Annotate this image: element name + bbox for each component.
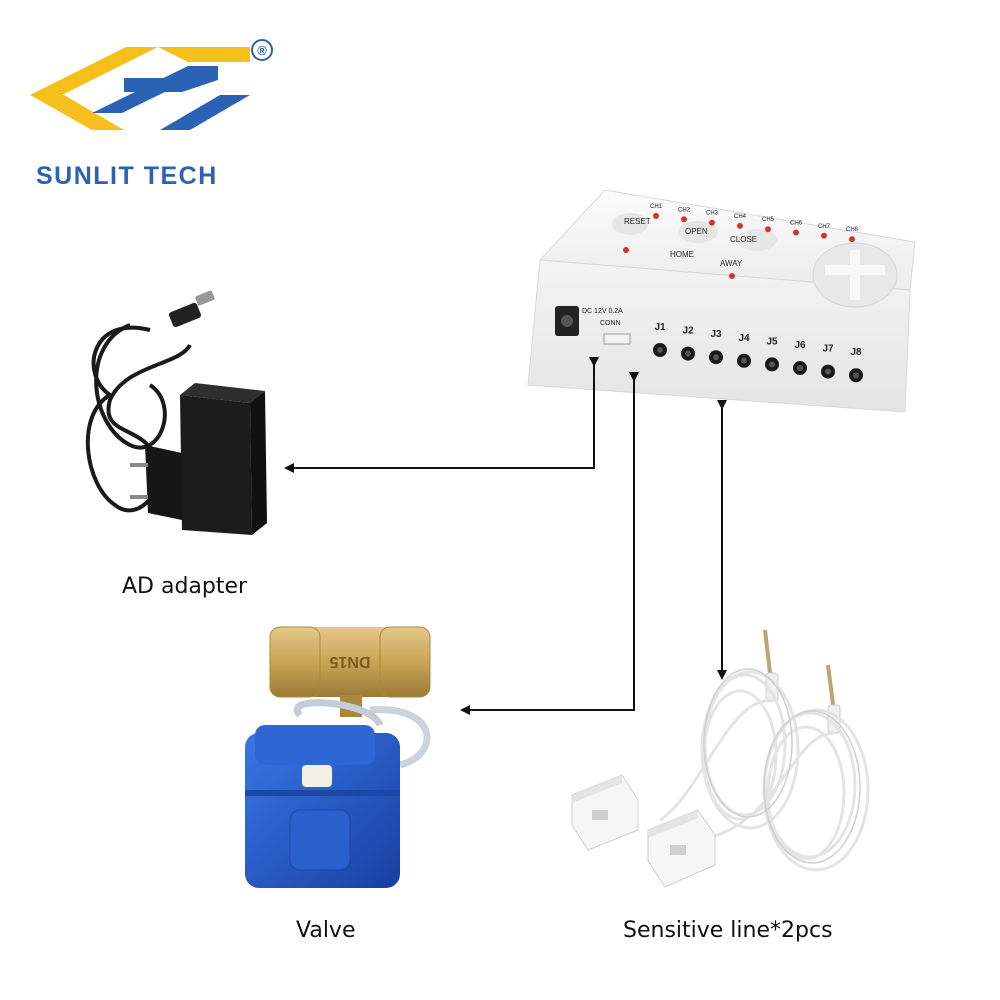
ad-adapter-caption: AD adapter (122, 574, 248, 599)
channel-led-icon (737, 222, 743, 229)
channel-label-7: CH7 (818, 224, 831, 230)
home-button-label: HOME (670, 250, 694, 259)
jack-socket-icon (685, 350, 691, 357)
jack-label-5: J5 (766, 336, 778, 347)
jack-label-3: J3 (710, 329, 722, 340)
channel-label-2: CH2 (678, 207, 691, 213)
jack-socket-icon (741, 357, 747, 364)
jack-socket-icon (797, 365, 803, 371)
power-label: DC 12V 0.2A (582, 308, 623, 315)
channel-label-5: CH5 (762, 217, 775, 223)
open-button-label: OPEN (685, 227, 708, 236)
adapter-arrow (284, 357, 599, 473)
jack-label-6: J6 (794, 340, 806, 351)
jack-socket-icon (769, 361, 775, 368)
channel-led-icon (821, 232, 827, 239)
channel-label-3: CH3 (706, 211, 719, 217)
channel-led-icon (793, 229, 799, 236)
jack-label-2: J2 (682, 326, 694, 337)
valve-marking: DN15 (329, 653, 370, 670)
channel-label-1: CH1 (650, 204, 663, 210)
away-button-label: AWAY (720, 259, 743, 268)
sensor-cable-image (571, 629, 870, 888)
valve-caption: Valve (296, 918, 356, 943)
channel-label-8: CH8 (846, 227, 859, 233)
close-button-label: CLOSE (730, 235, 757, 244)
jack-label-8: J8 (850, 347, 862, 358)
registered-mark: ® (257, 43, 267, 58)
status-led-icon (623, 247, 629, 253)
channel-led-icon (765, 226, 771, 233)
jack-label-7: J7 (822, 344, 834, 355)
channel-led-icon (681, 216, 687, 223)
channel-led-icon (709, 219, 715, 226)
sensor-jack-group: J1 J2 J3 J4 J5 J6 J7 J8 (653, 322, 863, 383)
brand-logo-icon: ® (30, 39, 273, 130)
valve-image: DN15 (245, 626, 431, 888)
jack-label-4: J4 (738, 333, 750, 344)
channel-led-icon (653, 213, 659, 219)
channel-label-6: CH6 (790, 221, 803, 227)
ad-adapter-image (85, 290, 267, 535)
channel-led-icon (849, 236, 855, 243)
sensor-caption: Sensitive line*2pcs (623, 918, 833, 943)
brand-name: SUNLIT TECH (36, 162, 218, 190)
channel-label-4: CH4 (734, 214, 747, 220)
jack-socket-icon (713, 354, 719, 361)
jack-socket-icon (657, 347, 663, 353)
jack-socket-icon (853, 372, 859, 379)
jack-label-1: J1 (654, 322, 666, 333)
jack-socket-icon (825, 368, 831, 375)
conn-port-icon (603, 333, 631, 345)
valve-arrow (460, 372, 639, 715)
conn-label: CONN (600, 320, 621, 327)
away-led-icon (729, 273, 735, 279)
reset-button-label: RESET (624, 217, 651, 226)
